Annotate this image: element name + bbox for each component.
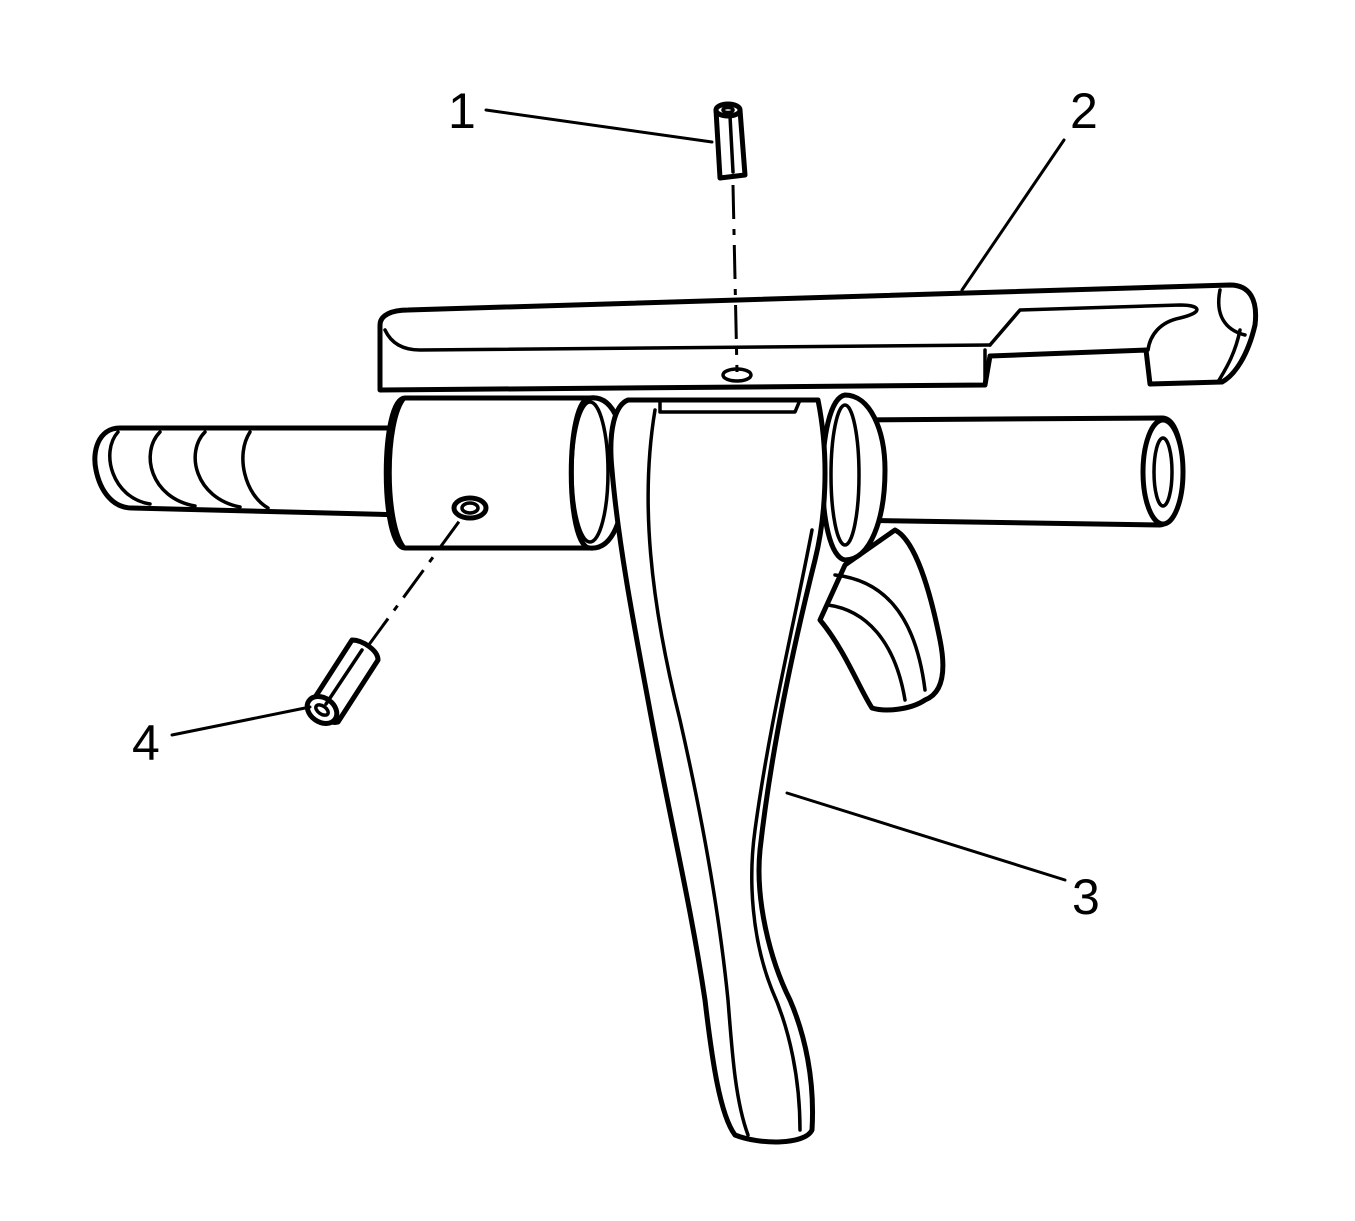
leader-line-4	[170, 705, 312, 737]
pin-hole-collar	[451, 495, 489, 521]
leader-line-2	[960, 138, 1066, 292]
shift-fork	[568, 392, 946, 1145]
leader-line-1	[484, 108, 714, 144]
callout-1: 1	[448, 83, 476, 139]
assembly-axis-pin-1	[731, 184, 739, 373]
roll-pin-1	[713, 101, 748, 181]
shift-lug	[377, 282, 1259, 393]
shift-rail-left	[92, 425, 408, 518]
callout-4: 4	[132, 715, 160, 771]
callout-3: 3	[1072, 869, 1100, 925]
leader-line-3	[785, 791, 1067, 882]
roll-pin-4	[304, 637, 381, 726]
shift-rail-right	[842, 415, 1186, 528]
callout-2: 2	[1070, 83, 1098, 139]
assembly-axis-pin-4	[366, 511, 468, 647]
